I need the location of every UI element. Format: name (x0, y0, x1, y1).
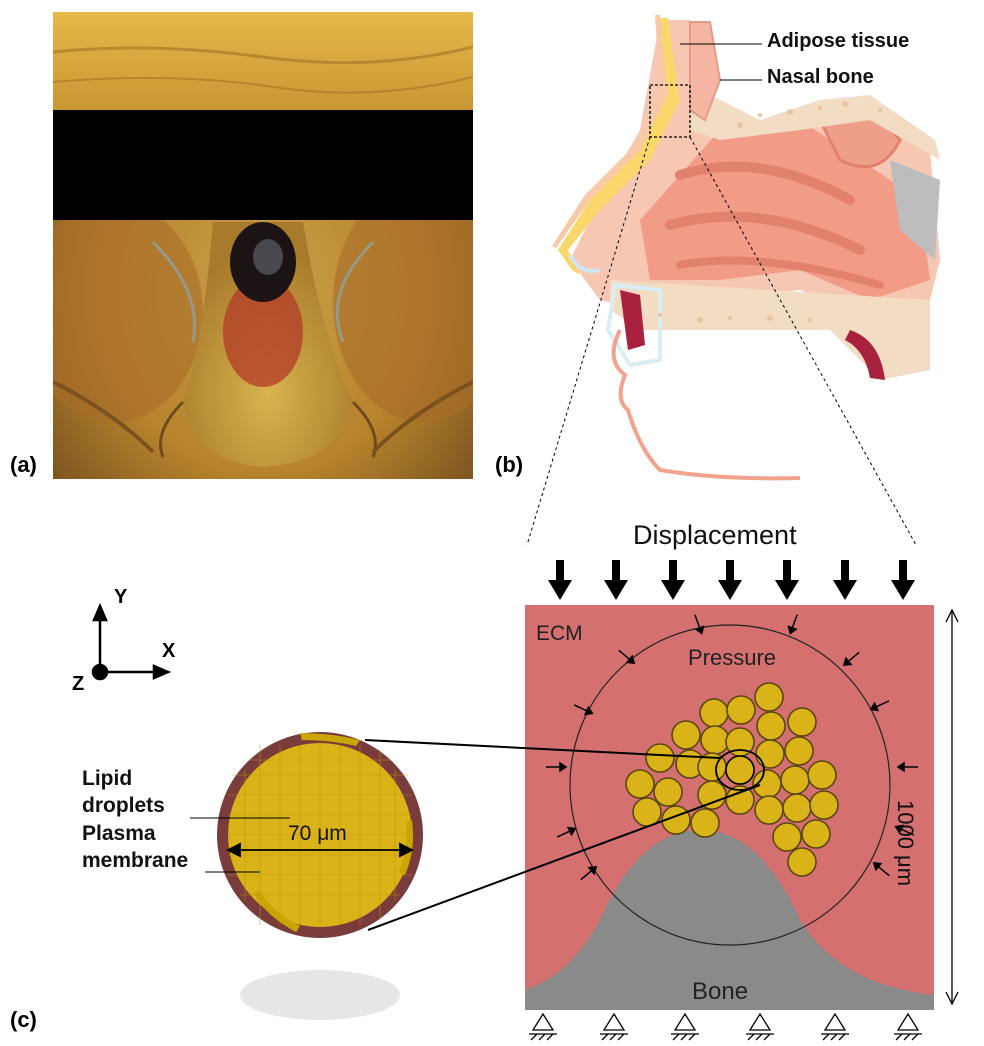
axis-label-y: Y (114, 586, 127, 609)
displacement-arrows (548, 560, 915, 600)
label-height: 1000 μm (892, 800, 918, 886)
label-lipid-droplets: Lipid droplets (82, 765, 165, 819)
lipid-line-2: droplets (82, 792, 165, 819)
label-diameter: 70 μm (288, 822, 347, 846)
axis-label-x: X (162, 640, 175, 663)
selected-droplet (726, 756, 754, 784)
axis-label-z: Z (72, 673, 84, 696)
membrane-line-1: Plasma (82, 820, 188, 847)
label-adipose-tissue: Adipose tissue (767, 30, 909, 53)
coordinate-axes (93, 606, 168, 679)
lipid-line-1: Lipid (82, 765, 165, 792)
label-ecm: ECM (536, 622, 583, 646)
label-bone: Bone (692, 978, 748, 1006)
label-pressure: Pressure (688, 645, 776, 671)
panel-label-c: (c) (10, 1007, 37, 1033)
nasal-anatomy-illustration (552, 15, 940, 478)
cell-shadow (240, 970, 400, 1020)
label-nasal-bone: Nasal bone (767, 66, 874, 89)
label-displacement: Displacement (633, 520, 797, 551)
label-plasma-membrane: Plasma membrane (82, 818, 188, 874)
membrane-line-2: membrane (82, 847, 188, 874)
ground-supports (529, 1014, 922, 1040)
height-dimension (946, 610, 958, 1004)
